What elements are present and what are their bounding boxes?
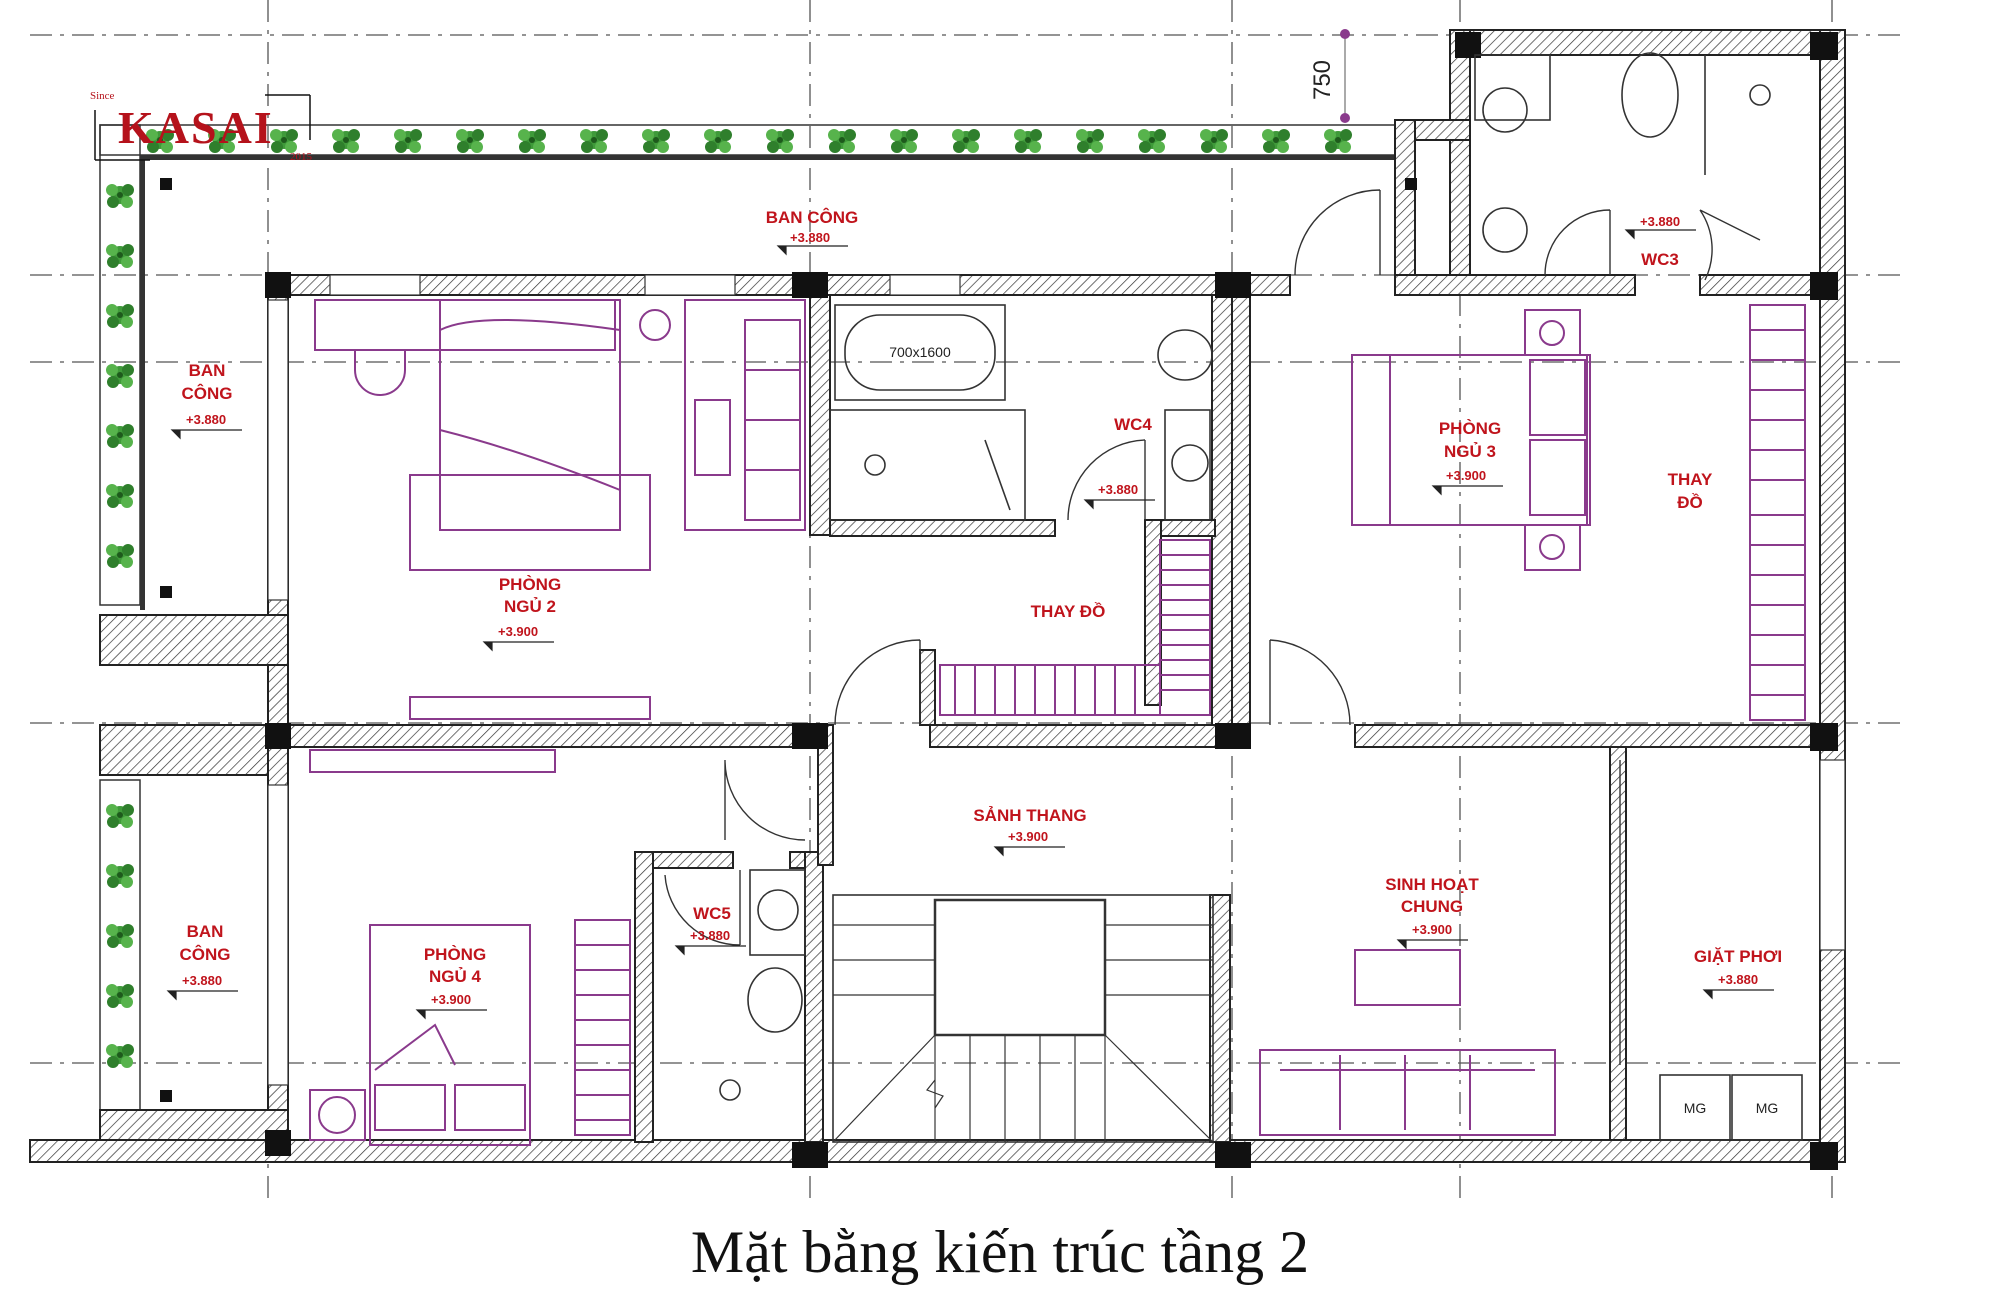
phong-ngu-3-label-1: PHÒNG bbox=[1439, 419, 1501, 438]
dimension-750: 750 bbox=[1309, 60, 1336, 100]
wc4-level: +3.880 bbox=[1098, 482, 1138, 497]
ban-cong-left-top-label-1: BAN bbox=[189, 361, 226, 380]
level-arrows bbox=[166, 229, 1774, 1020]
wc5-level: +3.880 bbox=[690, 928, 730, 943]
stairs bbox=[832, 894, 1214, 1143]
phong-ngu-4-label-2: NGỦ 4 bbox=[429, 967, 482, 986]
sinh-hoat-chung-label-1: SINH HOẠT bbox=[1385, 875, 1479, 894]
wc3-level: +3.880 bbox=[1640, 214, 1680, 229]
bathtub-size: 700x1600 bbox=[889, 344, 951, 360]
phong-ngu-2-label-1: PHÒNG bbox=[499, 575, 561, 594]
windows bbox=[267, 274, 1846, 1086]
ban-cong-left-bottom-label-2: CÔNG bbox=[180, 945, 231, 964]
logo-year: 2015 bbox=[290, 151, 313, 163]
phong-ngu-4-level: +3.900 bbox=[431, 992, 471, 1007]
ban-cong-top-level: +3.880 bbox=[790, 230, 830, 245]
washer-1-label: MG bbox=[1684, 1100, 1707, 1116]
wc4-label: WC4 bbox=[1114, 415, 1152, 434]
giat-phoi-level: +3.880 bbox=[1718, 972, 1758, 987]
sinh-hoat-chung-level: +3.900 bbox=[1412, 922, 1452, 937]
ban-cong-top-label: BAN CÔNG bbox=[766, 208, 859, 227]
thay-do-right-label-1: THAY bbox=[1668, 470, 1713, 489]
sinh-hoat-chung-label-2: CHUNG bbox=[1401, 897, 1463, 916]
plan-caption: Mặt bằng kiến trúc tầng 2 bbox=[690, 1219, 1310, 1285]
doors bbox=[664, 189, 1761, 1065]
dimension-marker: 750 bbox=[1309, 29, 1350, 123]
sanh-thang-level: +3.900 bbox=[1008, 829, 1048, 844]
phong-ngu-2-label-2: NGỦ 2 bbox=[504, 597, 556, 616]
ban-cong-left-bottom-level: +3.880 bbox=[182, 973, 222, 988]
phong-ngu-2-level: +3.900 bbox=[498, 624, 538, 639]
phong-ngu-3-level: +3.900 bbox=[1446, 468, 1486, 483]
sanh-thang-label: SẢNH THANG bbox=[973, 806, 1086, 825]
thay-do-center-label: THAY ĐỒ bbox=[1031, 602, 1106, 621]
wc3-label: WC3 bbox=[1641, 250, 1679, 269]
columns bbox=[160, 32, 1838, 1170]
washer-2-label: MG bbox=[1756, 1100, 1779, 1116]
ban-cong-left-top-level: +3.880 bbox=[186, 412, 226, 427]
ban-cong-left-top-label-2: CÔNG bbox=[182, 384, 233, 403]
thay-do-right-label-2: ĐỒ bbox=[1677, 493, 1703, 512]
phong-ngu-4-label-1: PHÒNG bbox=[424, 945, 486, 964]
planter-strips bbox=[99, 124, 1396, 1111]
room-labels: BAN CÔNG +3.880 BAN CÔNG +3.880 BAN CÔNG… bbox=[180, 208, 1783, 1007]
logo-since: Since bbox=[90, 90, 115, 102]
giat-phoi-label: GIẶT PHƠI bbox=[1694, 947, 1782, 966]
ban-cong-left-bottom-label-1: BAN bbox=[187, 922, 224, 941]
logo-name: KASAI bbox=[118, 102, 274, 153]
kasai-logo: Since KASAI 2015 bbox=[90, 90, 313, 163]
walls bbox=[29, 29, 1846, 1163]
phong-ngu-3-label-2: NGỦ 3 bbox=[1444, 442, 1496, 461]
furniture bbox=[309, 52, 1806, 1146]
wc5-label: WC5 bbox=[693, 904, 731, 923]
